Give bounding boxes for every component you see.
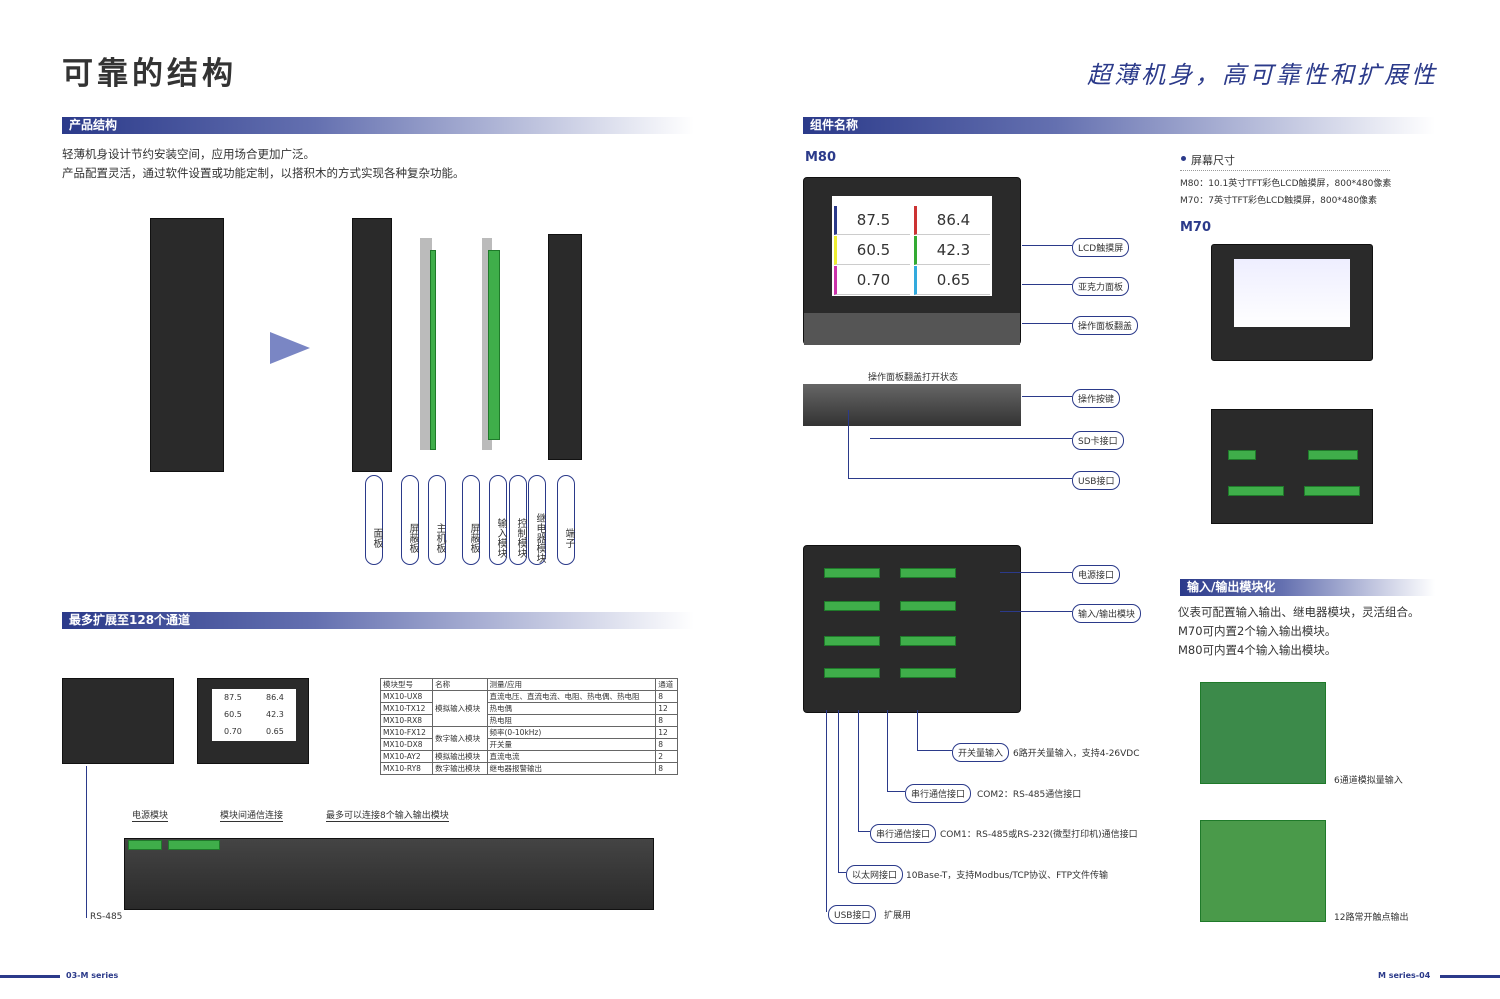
callout-lcd: LCD触摸屏: [1072, 238, 1130, 257]
board-analog-input: [1200, 682, 1326, 784]
part-label: 主机板: [428, 475, 446, 565]
m80-back: [803, 545, 1021, 713]
section-components: 组件名称: [803, 117, 1435, 134]
section-io: 输入/输出模块化: [1180, 579, 1435, 596]
shield-plate: [482, 238, 492, 450]
table-header: 模块型号名称测量/应用通道: [379, 678, 678, 691]
shield-plate: [420, 238, 432, 450]
m80-label: M80: [805, 150, 837, 165]
text-line: 轻薄机身设计节约安装空间，应用场合更加广泛。: [62, 147, 315, 161]
text-line: M80可内置4个输入输出模块。: [1178, 643, 1337, 657]
callout-usb-back: USB接口: [828, 905, 877, 924]
callout-desc: 6路开关量输入，支持4-26VDC: [1013, 749, 1140, 759]
callout-di: 开关量输入: [952, 743, 1010, 762]
page-title: 可靠的结构: [62, 56, 237, 92]
structure-text: 轻薄机身设计节约安装空间，应用场合更加广泛。 产品配置灵活，通过软件设置或功能定…: [62, 145, 465, 183]
callout-com2: 串行通信接口: [905, 784, 972, 803]
screen-size-m80: M80：10.1英寸TFT彩色LCD触摸屏，800*480像素: [1180, 179, 1392, 189]
board-relay-caption: 12路常开触点输出: [1334, 913, 1409, 923]
callout-desc: 10Base-T，支持Modbus/TCP协议、FTP文件传输: [906, 871, 1109, 881]
part-label: 输入模块: [489, 475, 507, 565]
callout-buttons: 操作按键: [1072, 389, 1121, 408]
text-line: M70可内置2个输入输出模块。: [1178, 624, 1337, 638]
label-rs485: RS-485: [90, 912, 123, 922]
part-label: 端子: [557, 475, 575, 565]
panel-part: [352, 218, 392, 472]
part-label: 屏蔽板: [401, 475, 419, 565]
screen-size-title: 屏幕尺寸: [1191, 154, 1235, 167]
m80-front: 87.5 86.4 60.5 42.3 0.70 0.65: [803, 177, 1021, 345]
label-max-modules: 最多可以连接8个输入输出模块: [326, 808, 449, 822]
callout-desc: COM2：RS-485通信接口: [977, 790, 1082, 800]
board-analog-caption: 6通道模拟量输入: [1334, 776, 1403, 786]
io-module: [488, 250, 500, 440]
section-product-structure: 产品结构: [62, 117, 694, 134]
device-side-view: [150, 218, 224, 472]
bullet-icon: [1181, 156, 1186, 161]
arrow-right-icon: [270, 332, 310, 364]
callout-ethernet: 以太网接口: [846, 865, 904, 884]
terminal-part: [548, 234, 582, 460]
callout-sd: SD卡接口: [1072, 431, 1124, 450]
mini-screen: 87.5 86.4 60.5 42.3 0.70 0.65: [212, 689, 296, 741]
callout-acrylic: 亚克力面板: [1072, 277, 1130, 296]
text-line: 产品配置灵活，通过软件设置或功能定制，以搭积木的方式实现各种复杂功能。: [62, 166, 465, 180]
part-label: 屏蔽板: [462, 475, 480, 565]
label-power-module: 电源模块: [132, 808, 169, 822]
m80-flip-open: [803, 384, 1021, 426]
page-number-left: 03-M series: [66, 971, 119, 980]
slogan: 超薄机身，高可靠性和扩展性: [1087, 61, 1438, 89]
label-module-link: 模块间通信连接: [220, 808, 284, 822]
m80-back-thumb: [62, 678, 174, 764]
m70-front: [1211, 244, 1373, 361]
terminal-block: [128, 840, 162, 850]
flip-cover: [804, 313, 1020, 345]
flip-state-caption: 操作面板翻盖打开状态: [868, 373, 959, 383]
connector-line: [86, 766, 87, 918]
page-number-right: M series-04: [1378, 971, 1431, 980]
callout-desc: COM1：RS-485或RS-232(微型打印机)通信接口: [940, 830, 1138, 840]
callout-usb: USB接口: [1072, 471, 1121, 490]
part-label: 面板: [365, 475, 383, 565]
m70-back: [1211, 409, 1373, 524]
callout-com1: 串行通信接口: [870, 824, 937, 843]
m80-screen: 87.5 86.4 60.5 42.3 0.70 0.65: [832, 196, 992, 296]
part-label: 控制模块: [509, 475, 527, 565]
m70-front-thumb: 87.5 86.4 60.5 42.3 0.70 0.65: [197, 678, 309, 764]
m70-label: M70: [1180, 220, 1212, 235]
expansion-module-rail: [124, 838, 654, 910]
text-line: 仪表可配置输入输出、继电器模块，灵活组合。: [1178, 605, 1420, 619]
part-label: 继电器模块: [528, 475, 546, 565]
terminal-block: [168, 840, 220, 850]
callout-io-module: 输入/输出模块: [1072, 604, 1142, 623]
screen-size-m70: M70：7英寸TFT彩色LCD触摸屏，800*480像素: [1180, 196, 1378, 206]
callout-desc: 扩展用: [884, 911, 912, 921]
section-expansion: 最多扩展至128个通道: [62, 612, 694, 629]
callout-flip-cover: 操作面板翻盖: [1072, 316, 1139, 335]
board-relay-output: [1200, 820, 1326, 922]
main-board: [430, 250, 436, 450]
callout-power: 电源接口: [1072, 565, 1121, 584]
